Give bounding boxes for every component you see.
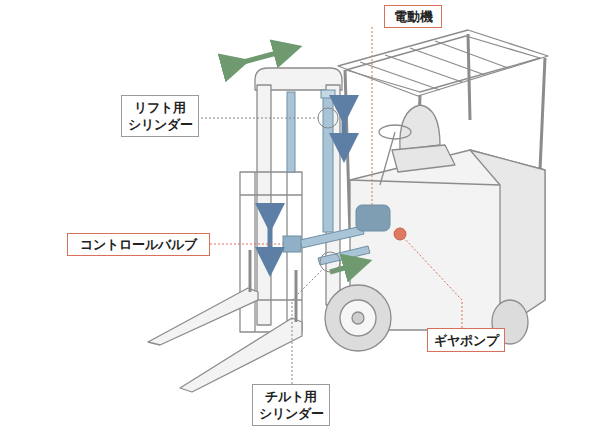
callout-circle [318,108,338,128]
overhead-guard-roof [338,30,548,96]
fork [148,288,258,345]
tilt-motion-arrow [236,50,288,64]
guard-bar [410,48,485,75]
guard-post [468,34,470,120]
guard-post [540,58,545,170]
part-name: 電動機 [394,8,433,25]
backrest-bar [254,172,255,332]
lift-cylinder [323,92,333,232]
seat [392,145,455,172]
part-name: ギヤポンプ [434,332,499,349]
control-valve [283,236,301,252]
leader-line [210,244,283,245]
lift-motion-arrow [342,110,347,148]
backrest-bar [240,194,302,195]
guard-post [345,70,350,235]
fork-shank [249,250,252,292]
tilt-cylinder [318,246,370,265]
mast-rail [257,85,271,325]
hydraulic-group [283,90,406,265]
tilt-cylinder [300,226,364,248]
fork [180,318,302,392]
lift-cylinder-head [321,90,335,98]
lift-cylinder [287,92,295,172]
electric-motor [356,205,390,231]
wheel-center [352,312,364,324]
leader-line [404,238,462,328]
lift-motion-arrow [268,218,273,262]
label-box: リフト用 シリンダー [121,95,199,137]
steering-column [380,132,395,185]
label-box: コントロールバルブ [67,233,210,256]
label-box: ギヤポンプ [427,328,505,352]
label-box: 電動機 [384,5,442,28]
wheel-hub [340,300,376,336]
part-name: リフト用 シリンダー [126,99,194,133]
load-backrest [240,172,302,332]
leader-line [197,118,318,119]
label-box: チルト用 シリンダー [252,384,330,426]
front-wheel [325,285,391,351]
guard-bar [385,55,462,82]
part-name: チルト用 シリンダー [257,388,325,422]
leader-line [372,27,373,205]
arrow-group [236,50,358,272]
part-name: コントロールバルブ [80,236,197,253]
leader-line [292,270,322,384]
leader-group [197,27,462,384]
overhead-guard-inner [346,36,540,92]
forklift-body-group [148,30,548,392]
callout-circle [320,252,340,272]
guard-bar [435,41,508,68]
